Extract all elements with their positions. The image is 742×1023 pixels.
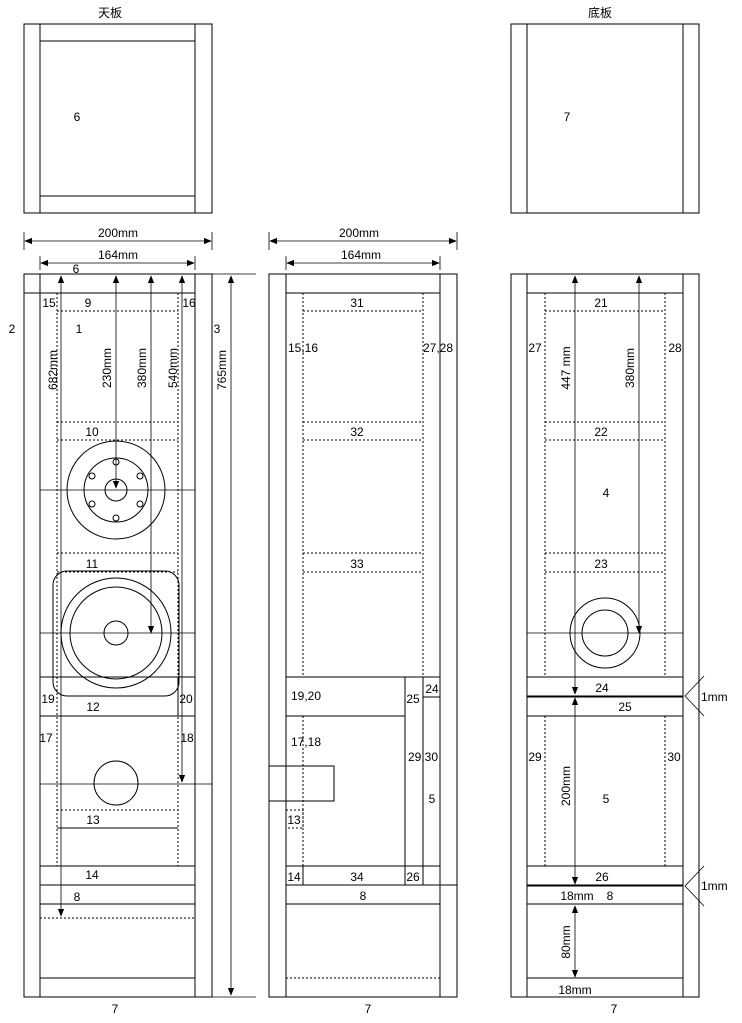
front-label-20: 20 xyxy=(179,692,193,706)
side-label-25: 25 xyxy=(406,692,420,706)
side-label-29-30: 29,30 xyxy=(408,750,438,764)
back-label-27: 27 xyxy=(528,341,542,355)
front-dim-380: 380mm xyxy=(135,348,149,388)
side-view: 200mm 164mm 31 15,16 27,28 32 33 xyxy=(268,226,458,1016)
front-label-12: 12 xyxy=(86,700,100,714)
front-outer-width-label: 200mm xyxy=(98,226,138,240)
back-label-24: 24 xyxy=(595,681,609,695)
back-label-23: 23 xyxy=(594,557,608,571)
back-gap-1mm-lower: 1mm xyxy=(701,879,728,893)
front-label-9: 9 xyxy=(85,296,92,310)
side-label-19-20: 19,20 xyxy=(291,689,321,703)
front-label-19: 19 xyxy=(41,692,55,706)
side-label-33: 33 xyxy=(350,557,364,571)
back-label-22: 22 xyxy=(594,425,608,439)
side-label-26: 26 xyxy=(406,870,420,884)
front-label-18: 18 xyxy=(180,731,194,745)
back-dim-380: 380mm xyxy=(623,348,637,388)
back-label-28: 28 xyxy=(668,341,682,355)
side-label-31: 31 xyxy=(350,296,364,310)
back-label-25: 25 xyxy=(618,700,632,714)
front-dim-540: 540mm xyxy=(166,348,180,388)
bottom-panel-view: 底板 7 xyxy=(510,5,700,214)
side-label-13: 13 xyxy=(287,813,301,827)
front-label-13: 13 xyxy=(86,813,100,827)
front-label-3: 3 xyxy=(214,322,221,336)
tweeter-driver xyxy=(40,440,195,540)
back-label-29: 29 xyxy=(528,750,542,764)
back-label-5: 5 xyxy=(603,792,610,806)
back-label-26: 26 xyxy=(595,870,609,884)
front-label-17: 17 xyxy=(39,731,53,745)
side-label-8: 8 xyxy=(360,889,367,903)
side-label-34: 34 xyxy=(350,870,364,884)
front-label-8: 8 xyxy=(74,890,81,904)
back-label-21: 21 xyxy=(594,296,608,310)
side-inner-width-label: 164mm xyxy=(341,248,381,262)
front-view: 200mm 164mm xyxy=(9,226,256,1016)
side-label-27-28: 27,28 xyxy=(423,341,453,355)
top-panel-title: 天板 xyxy=(98,6,122,20)
front-dim-682: 682mm xyxy=(46,350,60,390)
front-label-6: 6 xyxy=(73,262,80,276)
back-thickness-18mm-upper: 18mm xyxy=(560,889,593,903)
front-label-2: 2 xyxy=(9,322,16,336)
back-label-8: 8 xyxy=(607,889,614,903)
side-label-14: 14 xyxy=(287,870,301,884)
side-label-24: 24 xyxy=(425,682,439,696)
back-label-7: 7 xyxy=(611,1002,618,1016)
bottom-panel-part: 7 xyxy=(564,110,571,124)
back-dim-447: 447 mm xyxy=(559,346,573,389)
back-dim-80: 80mm xyxy=(559,925,573,958)
bass-port xyxy=(40,760,212,806)
side-label-15-16: 15,16 xyxy=(288,341,318,355)
side-label-17-18: 17,18 xyxy=(291,735,321,749)
front-label-10: 10 xyxy=(85,425,99,439)
front-label-15: 15 xyxy=(42,296,56,310)
front-dim-230: 230mm xyxy=(100,348,114,388)
back-dim-200: 200mm xyxy=(559,766,573,806)
front-label-1: 1 xyxy=(76,322,83,336)
back-port xyxy=(527,597,683,669)
side-outer-width-label: 200mm xyxy=(339,226,379,240)
top-panel-view: 天板 6 xyxy=(23,6,213,214)
side-label-5: 5 xyxy=(429,792,436,806)
front-label-7: 7 xyxy=(112,1002,119,1016)
top-panel-part: 6 xyxy=(74,110,81,124)
side-label-32: 32 xyxy=(350,425,364,439)
bottom-panel-title: 底板 xyxy=(588,5,612,20)
front-label-16: 16 xyxy=(182,296,196,310)
front-label-14: 14 xyxy=(85,868,99,882)
back-view: 447 mm 380mm 200mm 80mm 1mm 1mm 21 27 28… xyxy=(510,273,728,1016)
front-inner-width-label: 164mm xyxy=(98,248,138,262)
back-thickness-18mm-lower: 18mm xyxy=(558,983,591,997)
front-label-11: 11 xyxy=(86,557,99,571)
back-label-4: 4 xyxy=(603,486,610,500)
front-dim-765: 765mm xyxy=(215,350,229,390)
side-label-7: 7 xyxy=(365,1002,372,1016)
back-gap-1mm-upper: 1mm xyxy=(701,690,728,704)
back-label-30: 30 xyxy=(667,750,681,764)
